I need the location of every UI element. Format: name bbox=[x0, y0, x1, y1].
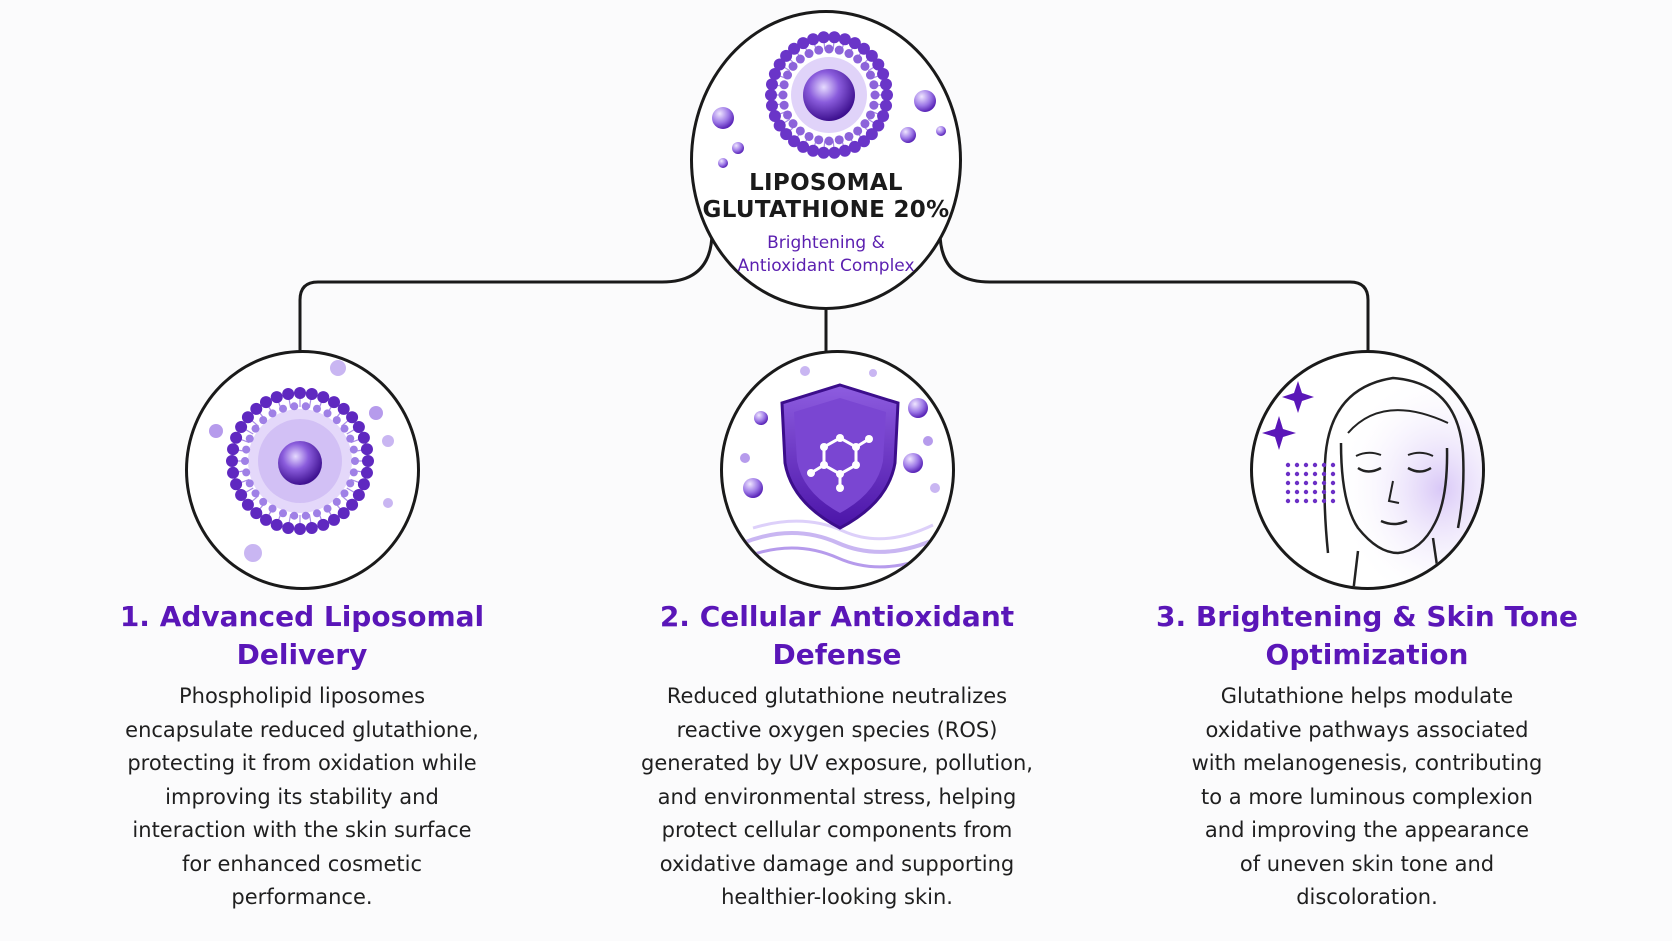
column-1-body-line: Phospholipid liposomes bbox=[178, 684, 426, 708]
face-circle bbox=[1250, 350, 1485, 590]
column-1-body: Phospholipid liposomes encapsulate reduc… bbox=[102, 680, 502, 915]
top-liposome-node bbox=[690, 10, 962, 310]
top-title-line2: GLUTATHIONE 20% bbox=[702, 197, 950, 223]
shield-circle bbox=[720, 350, 955, 590]
column-3-body-line: of uneven skin tone and bbox=[1239, 851, 1495, 876]
column-1-body-line: performance. bbox=[231, 885, 373, 909]
column-3-body-line: to a more luminous complexion bbox=[1201, 784, 1533, 809]
column-2-body-line: and environmental stress, helping bbox=[657, 784, 1017, 809]
column-1-body-line: improving its stability and bbox=[165, 784, 439, 809]
top-title: LIPOSOMAL GLUTATHIONE 20% bbox=[690, 170, 962, 224]
column-2-body-line: oxidative damage and supporting bbox=[659, 851, 1015, 876]
face-icon bbox=[1262, 368, 1482, 587]
shield-molecule-icon bbox=[740, 366, 940, 569]
column-2-body-line: healthier-looking skin. bbox=[721, 885, 953, 909]
column-3-title: 3. Brightening & Skin Tone Optimization bbox=[1127, 598, 1607, 674]
top-subtitle: Brightening & Antioxidant Complex bbox=[690, 232, 962, 278]
column-3-body: Glutathione helps modulate oxidative pat… bbox=[1167, 680, 1567, 915]
top-title-line1: LIPOSOMAL bbox=[749, 170, 903, 196]
column-1-body-line: protecting it from oxidation while bbox=[127, 751, 477, 775]
column-1-title-line2: Delivery bbox=[236, 638, 368, 671]
column-3-title-line2: Optimization bbox=[1265, 638, 1469, 671]
top-subtitle-line2: Antioxidant Complex bbox=[737, 256, 915, 276]
column-2-title-line2: Defense bbox=[772, 638, 902, 671]
liposome-icon bbox=[209, 360, 394, 562]
column-3-body-line: Glutathione helps modulate bbox=[1220, 684, 1514, 708]
liposome-sphere-icon bbox=[712, 31, 946, 168]
column-2-body-line: generated by UV exposure, pollution, bbox=[641, 751, 1033, 775]
column-1-title-line1: 1. Advanced Liposomal bbox=[119, 600, 485, 633]
column-1-body-line: encapsulate reduced glutathione, bbox=[125, 717, 479, 742]
column-3-title-line1: 3. Brightening & Skin Tone bbox=[1156, 600, 1578, 633]
column-3-body-line: and improving the appearance bbox=[1204, 818, 1530, 842]
column-1-body-line: interaction with the skin surface bbox=[132, 818, 472, 842]
column-2-title-line1: 2. Cellular Antioxidant bbox=[659, 600, 1015, 633]
column-2-body-line: Reduced glutathione neutralizes bbox=[666, 684, 1008, 708]
column-2-body: Reduced glutathione neutralizes reactive… bbox=[637, 680, 1037, 915]
column-1-title: 1. Advanced Liposomal Delivery bbox=[62, 598, 542, 674]
column-1-body-line: for enhanced cosmetic bbox=[181, 851, 423, 876]
liposome-circle bbox=[185, 350, 420, 590]
column-2-body-line: reactive oxygen species (ROS) bbox=[676, 717, 998, 742]
column-3-body-line: oxidative pathways associated bbox=[1205, 717, 1529, 742]
column-2-body-line: protect cellular components from bbox=[661, 818, 1013, 842]
column-3-body-line: discoloration. bbox=[1296, 885, 1438, 909]
column-3-body-line: with melanogenesis, contributing bbox=[1191, 751, 1543, 775]
top-subtitle-line1: Brightening & bbox=[767, 233, 885, 253]
column-2-title: 2. Cellular Antioxidant Defense bbox=[597, 598, 1077, 674]
